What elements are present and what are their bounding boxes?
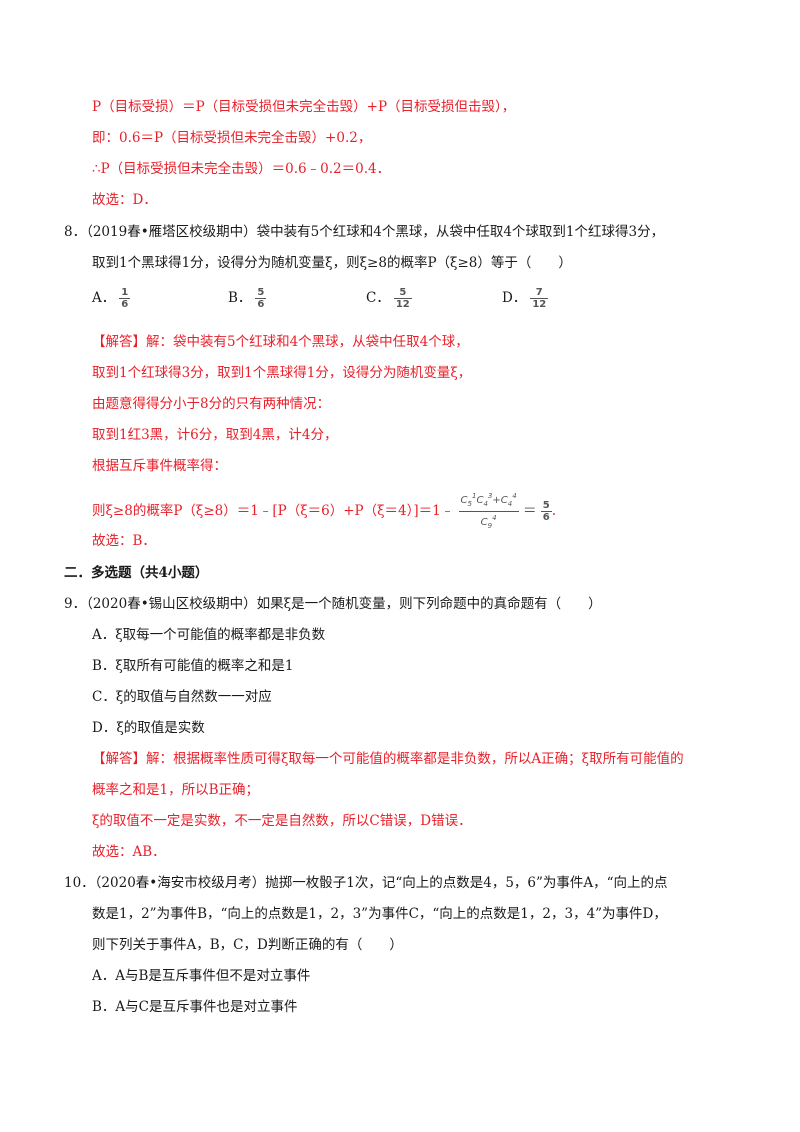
q8-solution-line-3: 由题意得得分小于8分的只有两种情况： xyxy=(92,396,331,412)
prev-solution-line-3: ∴P（目标受损但未完全击毁）＝0.6﹣0.2＝0.4． xyxy=(92,161,391,177)
fraction-numerator: 5 xyxy=(393,287,412,299)
option-letter: B． xyxy=(228,290,252,306)
combination-denominator: C94 xyxy=(480,514,497,530)
q9-solution-line-1: 【解答】解：根据概率性质可得ξ取每一个可能值的概率都是非负数，所以A正确；ξ取所… xyxy=(92,751,684,767)
q8-solution-line-6: 则ξ≥8的概率P（ξ≥8）＝1﹣[P（ξ＝6）+P（ξ＝4）]＝1﹣ C51C4… xyxy=(92,490,556,533)
formula-end: . xyxy=(551,503,557,519)
option-letter: C． xyxy=(366,290,390,306)
q8-solution-line-4: 取到1红3黑，计6分，取到4黑，计4分， xyxy=(92,427,338,443)
q8-stem-line-2: 取到1个黑球得1分，设得分为随机变量ξ，则ξ≥8的概率P（ξ≥8）等于（ ） xyxy=(92,255,572,271)
combination-numerator: C51C43+C44 xyxy=(458,490,519,512)
q9-option-d: D．ξ的取值是实数 xyxy=(92,720,205,736)
q8-answer: 故选：B． xyxy=(92,533,156,549)
q9-option-a: A．ξ取每一个可能值的概率都是非负数 xyxy=(92,627,326,643)
fraction-numerator: 7 xyxy=(530,287,549,299)
result-denominator: 6 xyxy=(542,512,550,523)
prev-answer: 故选：D． xyxy=(92,192,157,208)
q8-solution-line-1: 【解答】解：袋中装有5个红球和4个黑球，从袋中任取4个球， xyxy=(92,334,469,350)
fraction-denominator: 6 xyxy=(121,299,129,310)
section-heading: 二．多选题（共4小题） xyxy=(64,565,209,581)
q10-option-a: A．A与B是互斥事件但不是对立事件 xyxy=(92,968,311,984)
q10-stem-line-1: 10．（2020春•海安市校级月考）抛掷一枚骰子1次，记“向上的点数是4，5，6… xyxy=(64,875,668,891)
q8-solution-formula-text: 则ξ≥8的概率P（ξ≥8）＝1﹣[P（ξ＝6）+P（ξ＝4）]＝1﹣ xyxy=(92,503,455,519)
q9-stem: 9．（2020春•锡山区校级期中）如果ξ是一个随机变量，则下列命题中的真命题有（… xyxy=(64,596,602,612)
q10-option-b: B．A与C是互斥事件也是对立事件 xyxy=(92,999,298,1015)
q10-stem-line-3: 则下列关于事件A，B，C，D判断正确的有（ ） xyxy=(92,937,403,953)
combination-fraction: C51C43+C44 C94 xyxy=(458,490,519,533)
prev-solution-line-1: P（目标受损）＝P（目标受损但未完全击毁）+P（目标受损但击毁）， xyxy=(92,99,516,115)
result-numerator: 5 xyxy=(540,500,552,512)
q8-solution-line-5: 根据互斥事件概率得： xyxy=(92,458,227,474)
q9-solution-line-3: ξ的取值不一定是实数，不一定是自然数，所以C错误，D错误． xyxy=(92,813,472,829)
option-letter: D． xyxy=(502,290,527,306)
q8-stem-line-1: 8．（2019春•雁塔区校级期中）袋中装有5个红球和4个黑球，从袋中任取4个球取… xyxy=(64,224,665,240)
q9-option-b: B．ξ取所有可能值的概率之和是1 xyxy=(92,658,294,674)
fraction-denominator: 6 xyxy=(257,299,265,310)
q9-answer: 故选：AB． xyxy=(92,844,166,860)
q10-stem-line-2: 数是1，2”为事件B，“向上的点数是1，2，3”为事件C，“向上的点数是1，2，… xyxy=(92,906,667,922)
q9-solution-line-2: 概率之和是1，所以B正确； xyxy=(92,782,260,798)
fraction-denominator: 12 xyxy=(395,299,410,310)
q8-solution-line-2: 取到1个红球得3分，取到1个黑球得1分，设得分为随机变量ξ， xyxy=(92,365,472,381)
equals-sign: ＝ xyxy=(523,503,537,519)
fraction-denominator: 12 xyxy=(532,299,547,310)
option-letter: A． xyxy=(92,290,116,306)
q9-option-c: C．ξ的取值与自然数一一对应 xyxy=(92,689,272,705)
fraction-numerator: 5 xyxy=(255,287,267,299)
prev-solution-line-2: 即：0.6＝P（目标受损但未完全击毁）+0.2， xyxy=(92,130,372,146)
fraction-numerator: 1 xyxy=(119,287,131,299)
